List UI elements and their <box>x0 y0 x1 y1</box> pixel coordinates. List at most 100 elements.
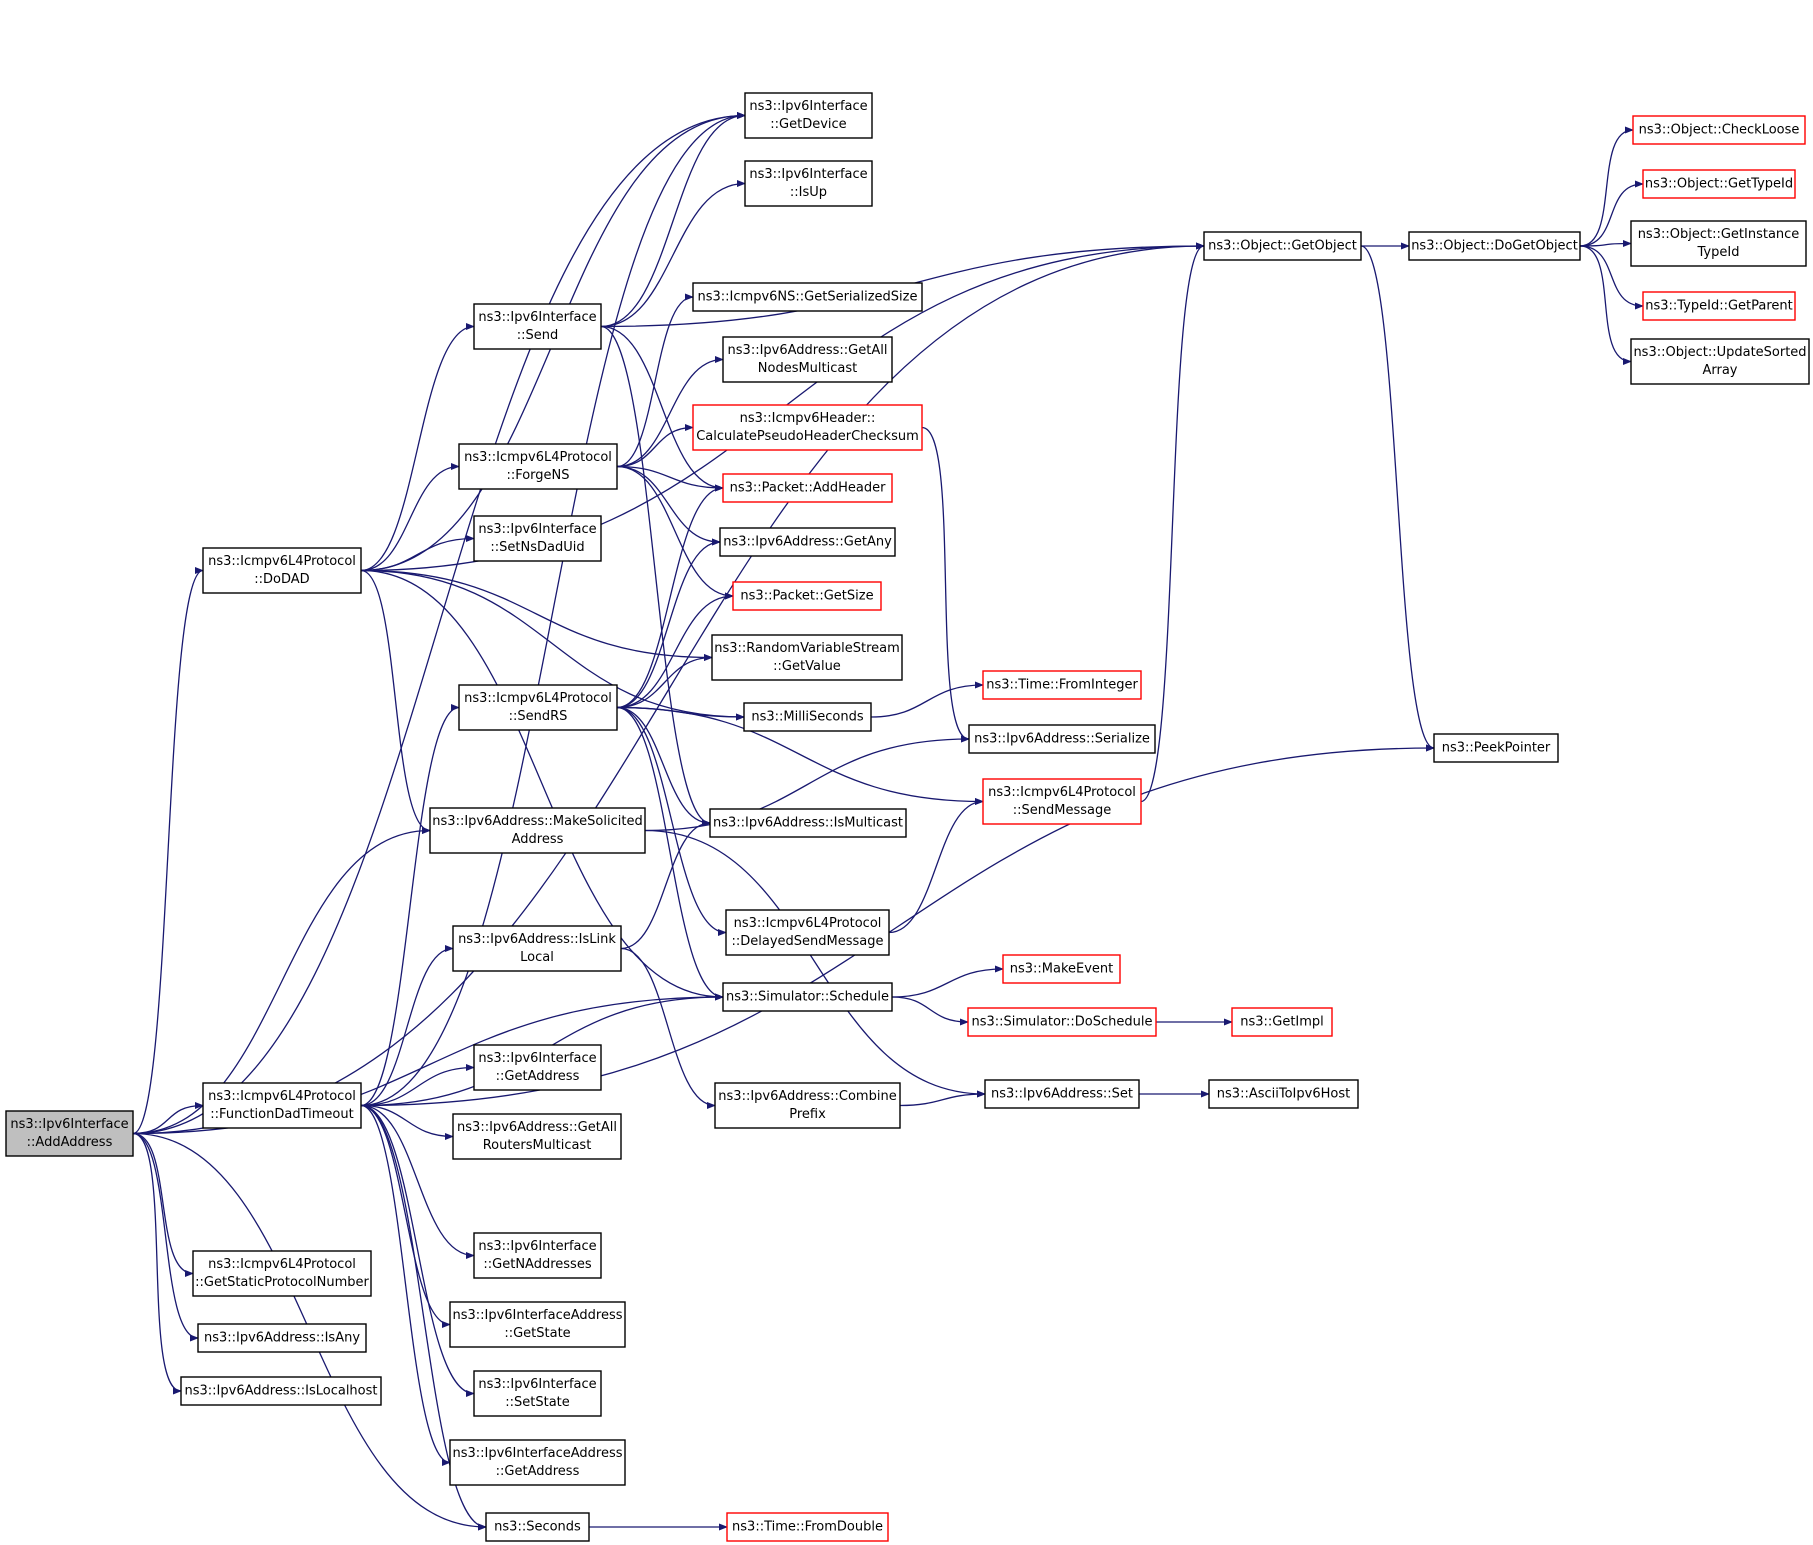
edge-dodad-to-makesolicited <box>360 569 431 835</box>
node-sendrs[interactable]: ns3::Icmpv6L4Protocol::SendRS <box>458 684 618 731</box>
node-forgens[interactable]: ns3::Icmpv6L4Protocol::ForgeNS <box>458 443 618 490</box>
node-addrset[interactable]: ns3::Ipv6Address::Set <box>984 1079 1140 1109</box>
edge-fdt-to-seconds <box>360 1104 487 1531</box>
node-box <box>982 670 1142 700</box>
node-box <box>485 1512 590 1542</box>
node-label: ns3::Object::GetInstance <box>1638 227 1800 242</box>
node-makeevent[interactable]: ns3::MakeEvent <box>1002 954 1121 984</box>
edge-schedule-to-doschedule <box>891 996 969 1026</box>
edge-dogetobject-to-updatesorted <box>1579 245 1632 366</box>
node-gspn[interactable]: ns3::Icmpv6L4Protocol::GetStaticProtocol… <box>192 1250 372 1297</box>
node-addheader[interactable]: ns3::Packet::AddHeader <box>722 473 893 503</box>
node-dodad[interactable]: ns3::Icmpv6L4Protocol::DoDAD <box>202 547 362 594</box>
edge-dodad-to-rvsgetvalue <box>360 569 713 662</box>
node-box <box>452 925 622 972</box>
node-box <box>968 724 1156 754</box>
node-fromdouble[interactable]: ns3::Time::FromDouble <box>726 1512 889 1542</box>
node-label: ns3::Ipv6Address::GetAny <box>723 535 892 550</box>
edge-dodad-to-milliseconds <box>360 569 745 721</box>
node-box <box>711 634 903 681</box>
node-send[interactable]: ns3::Ipv6Interface::Send <box>473 303 602 350</box>
node-label: ns3::Ipv6InterfaceAddress <box>452 1446 622 1461</box>
node-box <box>1208 1079 1359 1109</box>
node-setnsdaduid[interactable]: ns3::Ipv6Interface::SetNsDadUid <box>473 515 602 562</box>
node-label: ::GetAddress <box>496 1069 580 1084</box>
node-checkloose[interactable]: ns3::Object::CheckLoose <box>1632 115 1806 145</box>
node-isany[interactable]: ns3::Ipv6Address::IsAny <box>197 1323 367 1353</box>
node-label: ::GetDevice <box>770 117 846 132</box>
node-label: ns3::Simulator::DoSchedule <box>971 1015 1152 1030</box>
node-box <box>719 527 896 557</box>
node-rvsgetvalue[interactable]: ns3::RandomVariableStream::GetValue <box>711 634 903 681</box>
node-islocalhost[interactable]: ns3::Ipv6Address::IsLocalhost <box>180 1376 382 1406</box>
node-ifgetaddress[interactable]: ns3::Ipv6Interface::GetAddress <box>473 1044 602 1091</box>
node-ismulticast[interactable]: ns3::Ipv6Address::IsMulticast <box>709 808 907 838</box>
node-label: Prefix <box>789 1107 826 1122</box>
node-label: ns3::RandomVariableStream <box>714 641 900 656</box>
node-iagetaddress[interactable]: ns3::Ipv6InterfaceAddress::GetAddress <box>449 1439 626 1486</box>
edge-delayedsend-to-sendmessage <box>888 797 984 934</box>
node-label: ns3::Ipv6Interface <box>478 1377 596 1392</box>
node-box <box>452 1113 622 1160</box>
node-pktgetsize[interactable]: ns3::Packet::GetSize <box>732 581 882 611</box>
node-nsgetsize[interactable]: ns3::Icmpv6NS::GetSerializedSize <box>692 282 923 312</box>
edge-forgens-to-nsgetsize <box>616 293 694 468</box>
node-getnaddresses[interactable]: ns3::Ipv6Interface::GetNAddresses <box>473 1232 602 1279</box>
node-box <box>1630 338 1810 385</box>
edge-dodad-to-forgens <box>360 462 460 572</box>
node-label: ::GetStaticProtocolNumber <box>195 1275 369 1290</box>
node-seconds[interactable]: ns3::Seconds <box>485 1512 590 1542</box>
node-label: ns3::Icmpv6L4Protocol <box>208 1257 356 1272</box>
node-calcpseudo[interactable]: ns3::Icmpv6Header::CalculatePseudoHeader… <box>692 404 923 451</box>
node-box <box>192 1250 372 1297</box>
node-iagetstate[interactable]: ns3::Ipv6InterfaceAddress::GetState <box>449 1301 626 1348</box>
node-gettypeid[interactable]: ns3::Object::GetTypeId <box>1642 169 1796 199</box>
node-fdt[interactable]: ns3::Icmpv6L4Protocol::FunctionDadTimeou… <box>202 1082 362 1129</box>
node-getdevice[interactable]: ns3::Ipv6Interface::GetDevice <box>744 92 873 139</box>
node-serialize[interactable]: ns3::Ipv6Address::Serialize <box>968 724 1156 754</box>
node-label: ns3::Ipv6Address::IsMulticast <box>713 816 903 831</box>
edge-sendmessage-to-getobject <box>1140 242 1205 803</box>
node-milliseconds[interactable]: ns3::MilliSeconds <box>743 702 872 732</box>
node-peekpointer[interactable]: ns3::PeekPointer <box>1433 733 1559 763</box>
node-isup[interactable]: ns3::Ipv6Interface::IsUp <box>744 160 873 207</box>
node-label: ns3::Time::FromDouble <box>732 1520 883 1535</box>
edge-fdt-to-islinklocal <box>360 944 454 1107</box>
call-edges <box>132 111 1644 1531</box>
node-getimpl[interactable]: ns3::GetImpl <box>1231 1007 1333 1037</box>
node-fromint[interactable]: ns3::Time::FromInteger <box>982 670 1142 700</box>
node-label: Array <box>1702 363 1737 378</box>
node-sendmessage[interactable]: ns3::Icmpv6L4Protocol::SendMessage <box>982 778 1142 825</box>
node-box <box>1002 954 1121 984</box>
node-label: ns3::Simulator::Schedule <box>726 990 889 1005</box>
node-label: ns3::Icmpv6L4Protocol <box>988 785 1136 800</box>
node-dogetobject[interactable]: ns3::Object::DoGetObject <box>1408 231 1581 261</box>
node-asciitoipv6[interactable]: ns3::AsciiToIpv6Host <box>1208 1079 1359 1109</box>
edge-addaddr-to-isany <box>132 1132 199 1342</box>
edge-addaddr-to-islocalhost <box>132 1132 182 1395</box>
edge-dogetobject-to-typeidgetparent <box>1579 245 1644 310</box>
node-getany[interactable]: ns3::Ipv6Address::GetAny <box>719 527 896 557</box>
node-box <box>458 684 618 731</box>
node-doschedule[interactable]: ns3::Simulator::DoSchedule <box>967 1007 1157 1037</box>
edge-addaddr-to-getobject <box>132 242 1205 1135</box>
node-label: ns3::Ipv6Address::IsLocalhost <box>185 1384 378 1399</box>
node-setstate[interactable]: ns3::Ipv6Interface::SetState <box>473 1370 602 1417</box>
node-box <box>1642 169 1796 199</box>
node-schedule[interactable]: ns3::Simulator::Schedule <box>722 982 893 1012</box>
node-typeidgetparent[interactable]: ns3::TypeId::GetParent <box>1642 291 1796 321</box>
node-label: TypeId <box>1697 245 1740 260</box>
node-addaddr[interactable]: ns3::Ipv6Interface::AddAddress <box>5 1110 134 1157</box>
edge-forgens-to-calcpseudo <box>616 423 694 468</box>
node-box <box>1632 115 1806 145</box>
node-box <box>1630 220 1807 267</box>
node-delayedsend[interactable]: ns3::Icmpv6L4Protocol::DelayedSendMessag… <box>725 909 890 956</box>
node-getobject[interactable]: ns3::Object::GetObject <box>1203 231 1362 261</box>
